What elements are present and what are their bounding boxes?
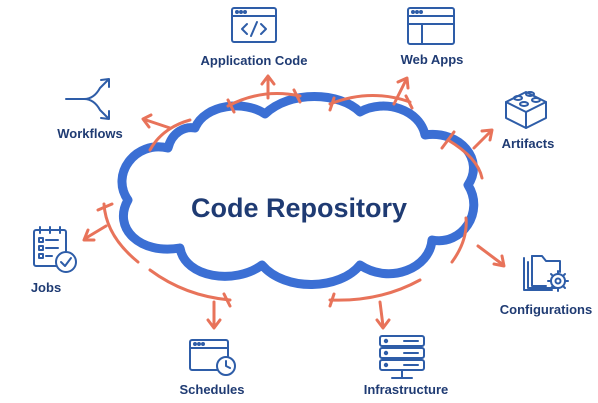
branch-arrows-icon xyxy=(65,78,110,120)
node-label-web-apps: Web Apps xyxy=(401,52,464,67)
code-window-icon xyxy=(231,7,277,43)
web-layout-icon xyxy=(407,7,455,45)
center-label: Code Repository xyxy=(191,193,407,223)
connector-arrows xyxy=(82,74,506,330)
node-label-application-code: Application Code xyxy=(201,53,308,68)
server-icon xyxy=(379,335,425,379)
node-label-infrastructure: Infrastructure xyxy=(364,382,449,397)
node-label-jobs: Jobs xyxy=(31,280,61,295)
node-label-workflows: Workflows xyxy=(57,126,123,141)
node-label-artifacts: Artifacts xyxy=(502,136,555,151)
lego-brick-icon xyxy=(505,91,547,129)
calendar-clock-icon xyxy=(189,339,236,376)
checklist-icon xyxy=(33,226,77,273)
node-label-configurations: Configurations xyxy=(500,302,592,317)
cloud-shape xyxy=(117,92,479,289)
node-label-schedules: Schedules xyxy=(179,382,244,397)
folder-gear-icon xyxy=(523,255,569,292)
connector-arcs xyxy=(96,88,484,308)
